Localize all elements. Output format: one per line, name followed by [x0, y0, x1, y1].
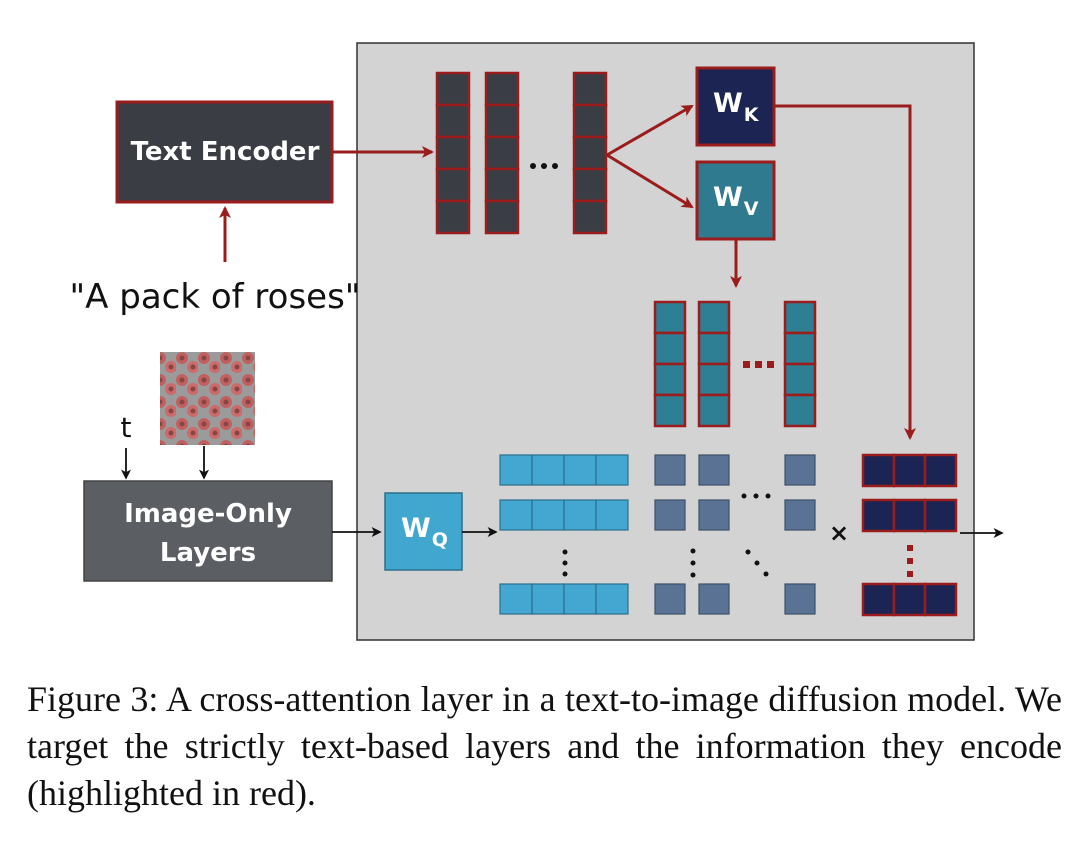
- text-encoder-box: Text Encoder: [115, 100, 334, 204]
- output-cell: [892, 453, 927, 488]
- query-cell: [531, 583, 565, 615]
- attention-cell: [654, 454, 686, 486]
- token-cell: [484, 71, 520, 107]
- value-cell: [653, 362, 687, 397]
- query-cell: [531, 499, 565, 531]
- value-ellipsis: [743, 361, 774, 368]
- output-cell: [892, 582, 927, 617]
- token-cell: [572, 71, 608, 107]
- query-cell: [499, 583, 533, 615]
- wv-label: WV: [713, 182, 759, 220]
- attention-cell: [698, 454, 730, 486]
- wq-box: WQ: [384, 492, 463, 571]
- query-cell: [499, 454, 533, 486]
- attention-cell: [698, 499, 730, 531]
- output-ellipsis: [907, 545, 913, 577]
- query-cell: [595, 454, 629, 486]
- query-cell: [595, 499, 629, 531]
- wv-box: WV: [695, 160, 776, 241]
- query-cell: [499, 499, 533, 531]
- token-cell: [484, 135, 520, 171]
- output-cell: [923, 453, 958, 488]
- value-cell: [653, 331, 687, 366]
- token-cell: [572, 135, 608, 171]
- to-wv-arrow: [606, 153, 694, 209]
- attention-cell: [784, 499, 816, 531]
- token-cell: [572, 167, 608, 203]
- figure-caption: Figure 3: A cross-attention layer in a t…: [27, 679, 1062, 813]
- token-ellipsis: [530, 163, 558, 169]
- timestep-label: t: [121, 411, 132, 444]
- token-cell: [435, 167, 471, 203]
- image-only-layers-box: Image-Only Layers: [83, 480, 333, 582]
- image-layers-line2: Layers: [160, 538, 256, 568]
- output-cell: [923, 498, 958, 533]
- wk-label: WK: [713, 88, 760, 126]
- attention-cell: [654, 583, 686, 615]
- multiply-symbol: ×: [829, 519, 849, 547]
- attention-cell: [698, 583, 730, 615]
- token-cell: [572, 199, 608, 235]
- output-cell: [861, 582, 896, 617]
- attention-cell: [784, 454, 816, 486]
- roses-thumbnail-icon: [160, 352, 255, 445]
- token-embeddings: [435, 71, 608, 235]
- cross-attention-diagram: Text Encoder "A pack of roses" WK WV: [70, 42, 1004, 641]
- value-cell: [783, 331, 817, 366]
- value-cell: [653, 393, 687, 428]
- token-cell: [484, 199, 520, 235]
- attention-ellipsis: [690, 493, 771, 578]
- value-cell: [697, 300, 731, 335]
- token-cell: [484, 167, 520, 203]
- output-cell: [892, 498, 927, 533]
- value-cell: [783, 362, 817, 397]
- token-cell: [435, 71, 471, 107]
- value-cell: [653, 300, 687, 335]
- wk-box: WK: [695, 66, 776, 147]
- query-cell: [563, 454, 597, 486]
- value-vectors: [653, 300, 817, 428]
- attention-cell: [784, 583, 816, 615]
- output-cell: [861, 453, 896, 488]
- to-wk-arrow: [606, 104, 694, 157]
- query-vectors: [499, 454, 629, 615]
- value-cell: [783, 393, 817, 428]
- token-cell: [572, 103, 608, 139]
- query-cell: [563, 583, 597, 615]
- attention-cell: [654, 499, 686, 531]
- keys-arrow: [774, 104, 916, 440]
- value-cell: [697, 393, 731, 428]
- output-cell: [861, 498, 896, 533]
- wq-label: WQ: [401, 513, 448, 551]
- value-cell: [697, 362, 731, 397]
- output-vectors: [861, 453, 958, 617]
- query-cell: [595, 583, 629, 615]
- text-encoder-label: Text Encoder: [131, 137, 320, 167]
- query-ellipsis: [562, 549, 568, 577]
- value-cell: [783, 300, 817, 335]
- value-cell: [697, 331, 731, 366]
- query-cell: [531, 454, 565, 486]
- token-cell: [435, 103, 471, 139]
- image-layers-line1: Image-Only: [124, 499, 292, 529]
- token-cell: [484, 103, 520, 139]
- output-cell: [923, 582, 958, 617]
- token-cell: [435, 135, 471, 171]
- query-cell: [563, 499, 597, 531]
- prompt-text: "A pack of roses": [70, 277, 361, 317]
- token-cell: [435, 199, 471, 235]
- attention-matrix: [654, 454, 816, 615]
